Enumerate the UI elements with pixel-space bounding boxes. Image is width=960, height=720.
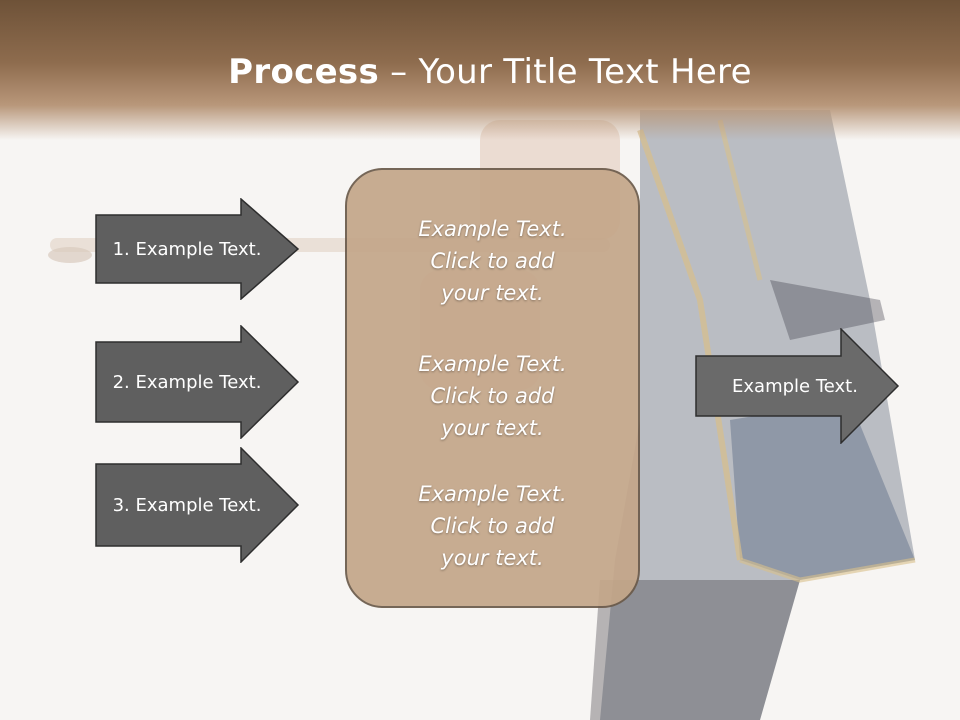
step-label-1: 1. Example Text. — [112, 238, 262, 260]
center-text-block-3[interactable]: Example Text. Click to add your text. — [418, 482, 567, 570]
step-label-3: 3. Example Text. — [112, 494, 262, 516]
header-band — [0, 0, 960, 140]
step-arrow-1[interactable]: 1. Example Text. — [95, 198, 300, 300]
center-text-block-1[interactable]: Example Text. Click to add your text. — [418, 217, 567, 305]
step-label-2: 2. Example Text. — [112, 371, 262, 393]
center-text-block-2[interactable]: Example Text. Click to add your text. — [418, 352, 567, 440]
slide-title[interactable]: Process – Your Title Text Here — [0, 52, 960, 92]
title-rest: – Your Title Text Here — [379, 52, 752, 92]
step-arrow-2[interactable]: 2. Example Text. — [95, 325, 300, 439]
step-arrow-3[interactable]: 3. Example Text. — [95, 447, 300, 563]
center-process-box[interactable] — [345, 168, 640, 608]
title-bold: Process — [228, 52, 380, 92]
output-arrow[interactable]: Example Text. — [695, 328, 900, 444]
output-arrow-label: Example Text. — [732, 375, 858, 397]
